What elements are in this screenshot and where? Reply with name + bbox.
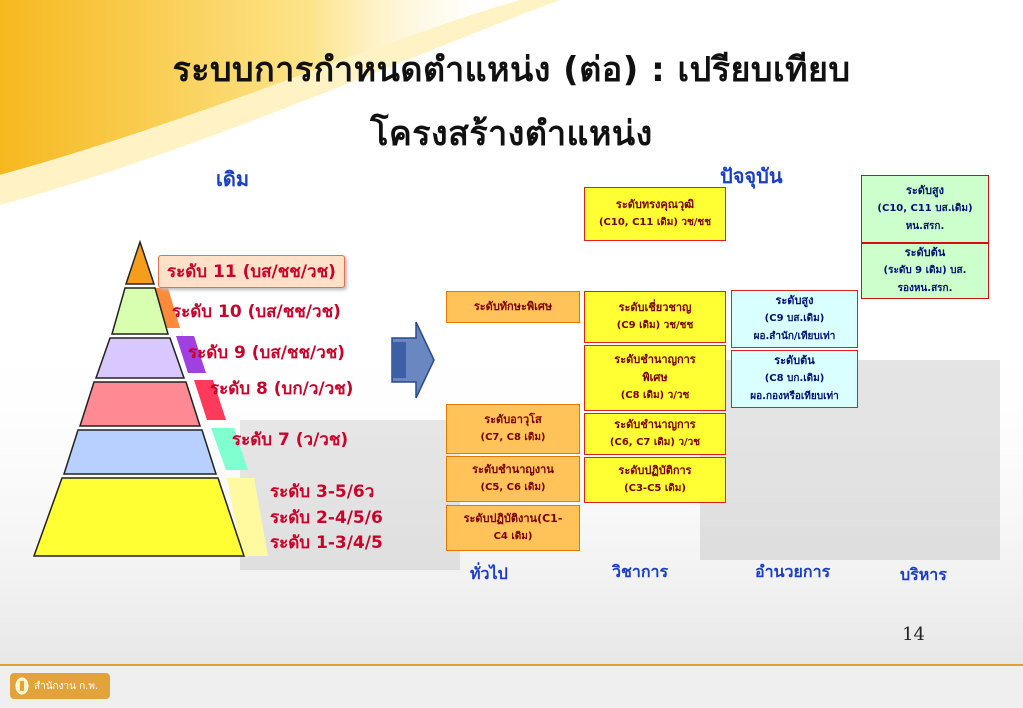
general-box-experienced: ระดับชำนาญงาน (C5, C6 เดิม) [446, 456, 580, 502]
arrow-right-icon [391, 321, 435, 399]
box-title: ระดับทรงคุณวุฒิ [615, 198, 695, 211]
academic-box-expert: ระดับเชี่ยวชาญ (C9 เดิม) วช/ชช [584, 291, 726, 343]
academic-box-expert-senior: ระดับทรงคุณวุฒิ (C10, C11 เดิม) วช/ชช [584, 187, 726, 241]
pyramid-tier-7 [62, 429, 218, 475]
pyramid-tier-base [32, 477, 246, 557]
box-sub: C4 เดิม) [493, 531, 533, 542]
box-sub: (C5, C6 เดิม) [480, 482, 546, 493]
old-level-11: ระดับ 11 (บส/ชช/วช) [158, 255, 345, 288]
emblem-icon [15, 677, 29, 695]
old-level-7: ระดับ 7 (ว/วช) [232, 430, 349, 450]
old-level-10: ระดับ 10 (บส/ชช/วช) [172, 302, 341, 322]
old-level-8: ระดับ 8 (บก/ว/วช) [210, 379, 354, 399]
slide-title-line1: ระบบการกำหนดตำแหน่ง (ต่อ) : เปรียบเทียบ [172, 50, 851, 90]
box-sub: (C10, C11 เดิม) วช/ชช [598, 217, 712, 228]
slide-title-line2: โครงสร้างตำแหน่ง [370, 114, 653, 154]
box-sub: (C10, C11 บส.เดิม) [877, 203, 973, 214]
academic-box-senior-professional: ระดับชำนาญการ พิเศษ (C8 เดิม) ว/วช [584, 345, 726, 411]
box-sub-2: ผอ.สำนัก/เทียบเท่า [753, 331, 836, 342]
academic-box-professional: ระดับชำนาญการ (C6, C7 เดิม) ว/วช [584, 413, 726, 455]
box-sub: (C8 บก.เดิม) [764, 373, 825, 384]
pyramid-side-8 [194, 380, 226, 420]
box-sub: (C7, C8 เดิม) [480, 432, 546, 443]
logo-text: สำนักงาน ก.พ. [34, 680, 99, 692]
heading-new: ปัจจุบัน [720, 164, 783, 188]
general-box-special-skill: ระดับทักษะพิเศษ [446, 291, 580, 323]
pyramid-tier-8 [78, 381, 202, 427]
general-box-operational: ระดับปฏิบัติงาน(C1- C4 เดิม) [446, 505, 580, 551]
label-general: ทั่วไป [470, 564, 508, 583]
box-sub-2: หน.สรก. [905, 221, 945, 232]
box-title: ระดับชำนาญการ [614, 353, 696, 366]
box-title-2: พิเศษ [642, 371, 668, 384]
pyramid-tier-9 [94, 337, 186, 379]
pyramid-tier-10 [111, 287, 169, 335]
box-sub: (C9 บส.เดิม) [764, 313, 825, 324]
heading-old: เดิม [216, 167, 250, 191]
box-sub: (C3-C5 เดิม) [624, 483, 686, 494]
box-title: ระดับปฏิบัติการ [618, 464, 692, 477]
box-sub: (ระดับ 9 เดิม) บส. [883, 265, 967, 276]
old-level-9: ระดับ 9 (บส/ชช/วช) [188, 343, 346, 363]
box-title: ระดับชำนาญการ [614, 418, 696, 431]
box-sub: (C8 เดิม) ว/วช [620, 390, 690, 401]
box-title: ระดับอาวุโส [484, 413, 542, 426]
box-title: ระดับปฏิบัติงาน(C1- [463, 512, 563, 525]
old-level-3-5: ระดับ 3-5/6ว [270, 482, 375, 502]
box-title: ระดับต้น [774, 354, 815, 367]
pyramid-tier-11 [124, 239, 156, 285]
box-title: ระดับสูง [775, 294, 814, 307]
box-title: ระดับเชี่ยวชาญ [618, 301, 692, 314]
pyramid-side-9 [176, 336, 206, 373]
pyramid-side-base [227, 478, 268, 556]
director-box-high: ระดับสูง (C9 บส.เดิม) ผอ.สำนัก/เทียบเท่า [731, 290, 858, 348]
old-level-2-4: ระดับ 2-4/5/6 [270, 508, 383, 528]
footer-logo: สำนักงาน ก.พ. [10, 673, 110, 699]
executive-box-high: ระดับสูง (C10, C11 บส.เดิม) หน.สรก. [861, 175, 989, 243]
label-academic: วิชาการ [612, 562, 669, 581]
box-sub-2: ผอ.กองหรือเทียบเท่า [750, 391, 839, 402]
label-director: อำนวยการ [755, 562, 831, 581]
old-level-1-3: ระดับ 1-3/4/5 [270, 533, 383, 553]
old-level-pyramid [32, 239, 268, 557]
box-title: ระดับสูง [905, 184, 945, 197]
box-title: ระดับต้น [904, 246, 946, 259]
box-sub: (C6, C7 เดิม) ว/วช [609, 437, 701, 448]
box-title: ระดับทักษะพิเศษ [473, 300, 553, 313]
academic-box-practitioner: ระดับปฏิบัติการ (C3-C5 เดิม) [584, 457, 726, 503]
director-box-initial: ระดับต้น (C8 บก.เดิม) ผอ.กองหรือเทียบเท่… [731, 350, 858, 408]
box-sub: (C9 เดิม) วช/ชช [616, 320, 694, 331]
box-title: ระดับชำนาญงาน [472, 463, 554, 476]
pyramid-side-7 [211, 428, 248, 470]
page-number: 14 [902, 624, 925, 645]
general-box-senior: ระดับอาวุโส (C7, C8 เดิม) [446, 404, 580, 454]
box-sub-2: รองหน.สรก. [897, 283, 953, 294]
label-executive: บริหาร [900, 565, 947, 584]
executive-box-initial: ระดับต้น (ระดับ 9 เดิม) บส. รองหน.สรก. [861, 243, 989, 299]
